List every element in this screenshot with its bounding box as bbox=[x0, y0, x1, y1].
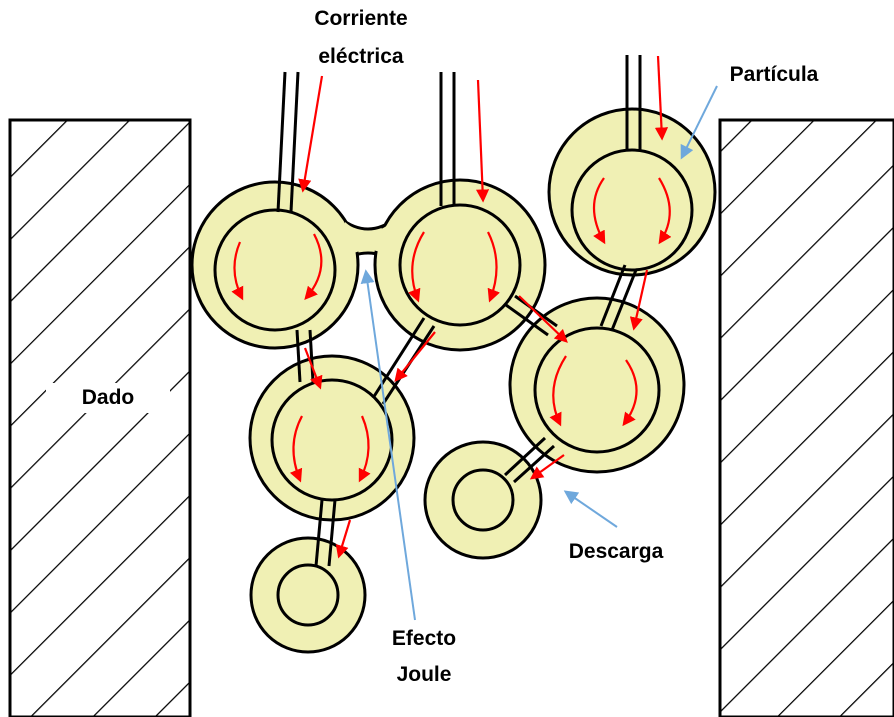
particle-small-left bbox=[249, 536, 367, 654]
label-joule-line1: Efecto bbox=[391, 627, 457, 650]
die-left bbox=[8, 118, 192, 717]
pointer-arrows bbox=[360, 85, 718, 621]
label-die: Dado bbox=[46, 383, 170, 413]
label-discharge: Descarga bbox=[568, 540, 664, 563]
particle-top-left bbox=[190, 180, 360, 350]
inner-rings bbox=[213, 148, 694, 627]
label-particle: Partícula bbox=[729, 63, 819, 86]
particle-mid-right bbox=[508, 296, 686, 474]
current-arrows bbox=[231, 55, 672, 559]
label-joule-line2: Joule bbox=[396, 663, 452, 686]
label-current-line1: Corriente bbox=[314, 7, 408, 30]
label-current-line2: eléctrica bbox=[318, 45, 404, 68]
particle-small-right bbox=[423, 440, 543, 560]
die-right bbox=[718, 118, 894, 717]
particle-top-right bbox=[547, 107, 717, 277]
